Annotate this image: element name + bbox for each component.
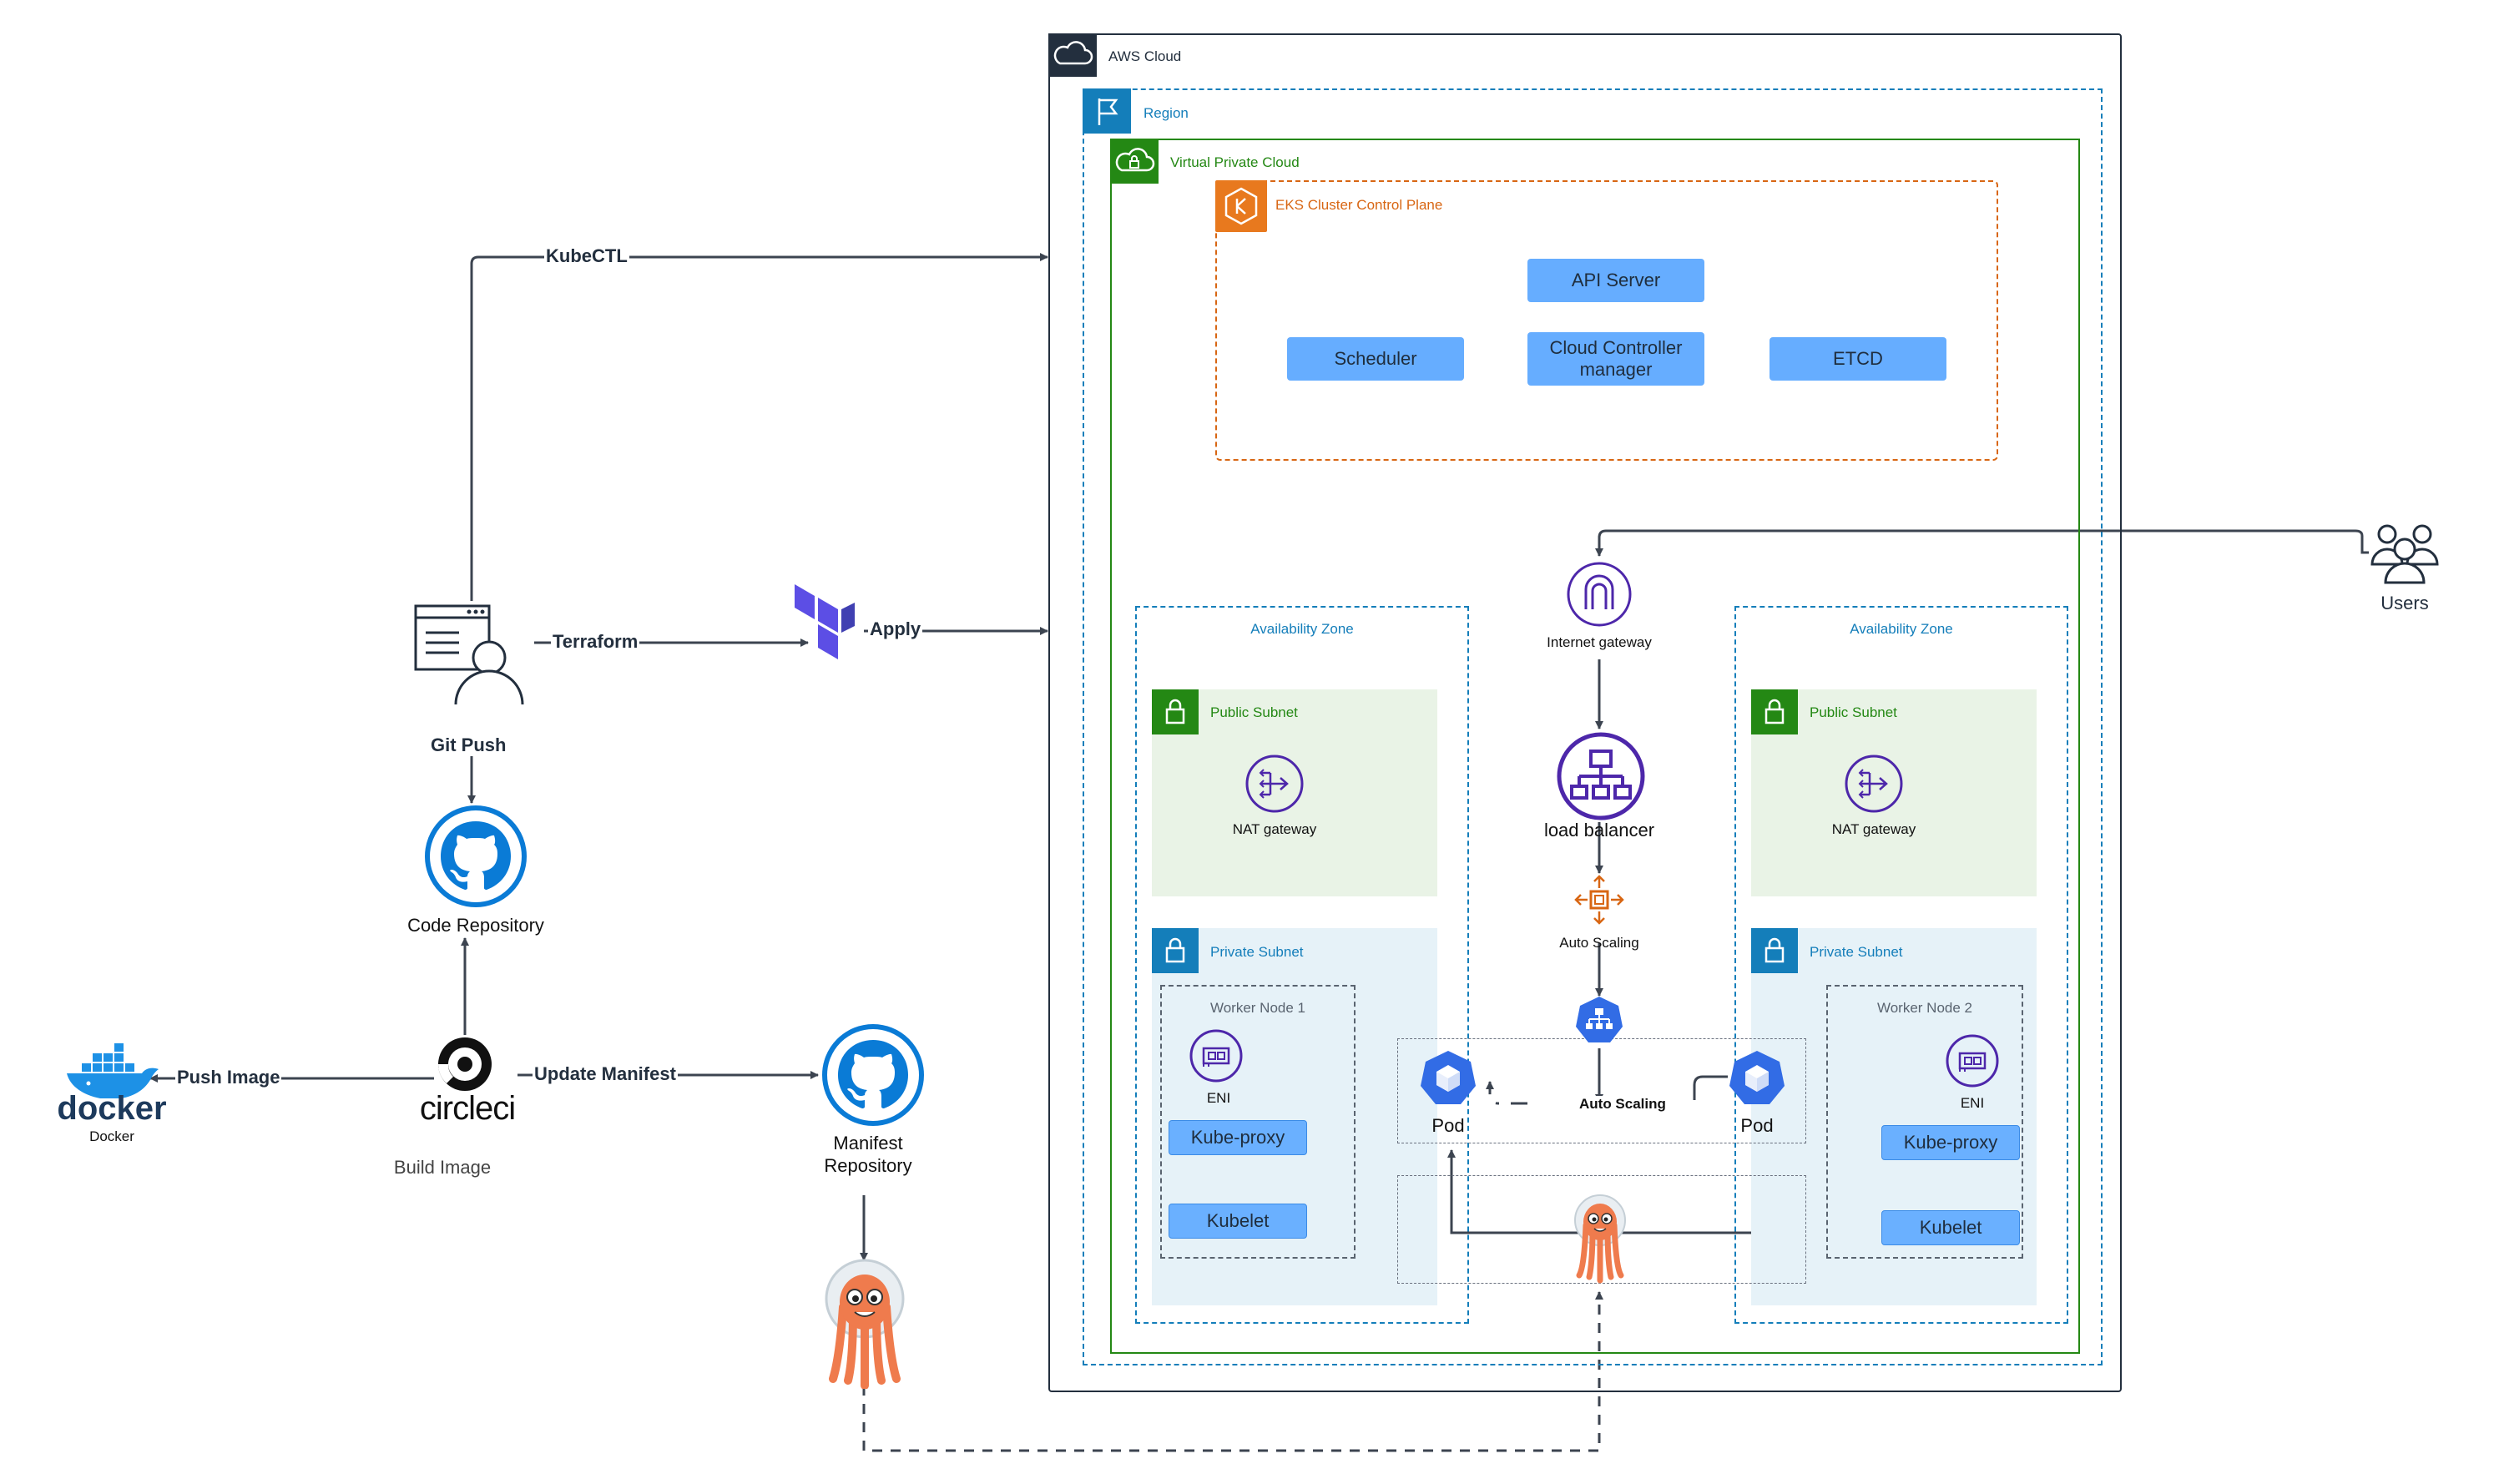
nat-gateway-left-label: NAT gateway: [1232, 821, 1317, 837]
kube-proxy-left-box: Kube-proxy: [1169, 1120, 1307, 1155]
docker-caption-label: Docker: [89, 1128, 134, 1144]
public-subnet-left-lock-icon: [1152, 689, 1199, 734]
circleci-logo-text: circleci: [419, 1090, 516, 1127]
vpc-label: Virtual Private Cloud: [1170, 154, 1300, 170]
auto-scaling-icon: [1573, 873, 1626, 926]
eni-left-icon: [1189, 1028, 1244, 1083]
kubectl-flow-label: KubeCTL: [544, 245, 629, 267]
public-subnet-right: [1751, 689, 2037, 896]
circleci-icon: [436, 1035, 494, 1093]
region-group: [1083, 88, 2103, 1365]
private-subnet-left: [1152, 928, 1437, 1305]
kubernetes-service-icon: [1574, 995, 1624, 1045]
load-balancer-label: load balancer: [1543, 820, 1655, 840]
pod-right-label: Pod: [1740, 1115, 1774, 1136]
eni-right-label: ENI: [1960, 1095, 1985, 1111]
cloud-controller-manager-box: Cloud Controller manager: [1527, 332, 1704, 386]
manifest-repository-line1: Manifest: [833, 1133, 903, 1153]
availability-zone-right-label: Availability Zone: [1850, 621, 1953, 637]
private-subnet-left-lock-icon: [1152, 928, 1199, 973]
users-to-igw-connector: [1595, 529, 2364, 557]
git-push-flow-label: Git Push: [429, 734, 508, 756]
vpc-group: [1110, 139, 2080, 1354]
users-icon: [2369, 517, 2441, 584]
code-repository-label: Code Repository: [407, 915, 544, 936]
public-subnet-left: [1152, 689, 1437, 896]
region-label: Region: [1144, 105, 1189, 121]
load-balancer-icon: [1556, 731, 1646, 821]
build-image-label: Build Image: [393, 1157, 492, 1178]
availability-zone-left: [1135, 606, 1469, 1324]
argo-to-pod-left-connector: [1447, 1149, 1583, 1234]
nat-gateway-right-label: NAT gateway: [1831, 821, 1916, 837]
nat-gateway-left-icon: [1244, 753, 1305, 815]
public-subnet-right-label: Public Subnet: [1810, 704, 1897, 720]
developer-icon: [409, 599, 534, 708]
pod-left-icon: [1419, 1048, 1477, 1107]
kube-proxy-right-box: Kube-proxy: [1881, 1125, 2020, 1160]
vpc-icon: [1110, 139, 1159, 184]
nat-gateway-right-icon: [1843, 753, 1905, 815]
update-manifest-flow-label: Update Manifest: [533, 1063, 678, 1085]
pod-right-icon: [1728, 1048, 1786, 1107]
docker-logo-text: docker: [57, 1090, 167, 1127]
manifest-repository-label: Manifest Repository: [785, 1132, 952, 1177]
aws-cloud-group: [1048, 33, 2122, 1392]
pod-auto-scaling-label: Auto Scaling: [1578, 1096, 1668, 1113]
argocd-icon: [815, 1255, 915, 1389]
internet-gateway-icon: [1566, 561, 1633, 628]
availability-zone-left-label: Availability Zone: [1250, 621, 1354, 637]
kubectl-connector: [470, 253, 1048, 601]
pod-left-label: Pod: [1431, 1115, 1465, 1136]
eks-icon: [1215, 180, 1267, 232]
argocd-cluster-icon: [1568, 1192, 1633, 1285]
eni-left-label: ENI: [1206, 1090, 1231, 1106]
private-subnet-right-lock-icon: [1751, 928, 1798, 973]
private-subnet-right-label: Private Subnet: [1810, 944, 1903, 960]
github-code-repository-icon: [424, 805, 528, 908]
worker-node-1: [1160, 985, 1356, 1259]
terraform-icon: [791, 583, 858, 674]
private-subnet-left-label: Private Subnet: [1210, 944, 1304, 960]
worker-node-2-label: Worker Node 2: [1876, 1000, 1972, 1016]
auto-scaling-label: Auto Scaling: [1559, 935, 1639, 951]
etcd-box: ETCD: [1770, 337, 1946, 381]
scheduler-box: Scheduler: [1287, 337, 1464, 381]
eni-right-icon: [1945, 1033, 2000, 1088]
availability-zone-right: [1734, 606, 2068, 1324]
eks-label: EKS Cluster Control Plane: [1275, 197, 1443, 213]
internet-gateway-label: Internet gateway: [1547, 634, 1652, 650]
terraform-flow-label: Terraform: [551, 631, 640, 653]
apply-flow-label: Apply: [868, 618, 923, 640]
push-image-flow-label: Push Image: [175, 1067, 282, 1088]
cloud-controller-line1: Cloud Controller: [1549, 337, 1683, 358]
argocd-cluster-group: [1397, 1175, 1806, 1284]
public-subnet-left-label: Public Subnet: [1210, 704, 1298, 720]
users-label: Users: [2380, 593, 2429, 613]
worker-node-1-label: Worker Node 1: [1209, 1000, 1305, 1016]
eks-control-plane-group: [1215, 180, 1998, 461]
cloud-controller-line2: manager: [1579, 359, 1653, 380]
worker-node-2: [1826, 985, 2023, 1259]
github-manifest-repository-icon: [821, 1023, 925, 1127]
aws-cloud-label: AWS Cloud: [1108, 48, 1182, 64]
aws-cloud-icon: [1048, 33, 1097, 77]
public-subnet-right-lock-icon: [1751, 689, 1798, 734]
region-flag-icon: [1083, 88, 1131, 134]
kubelet-left-box: Kubelet: [1169, 1204, 1307, 1239]
docker-whale-icon: [62, 1040, 162, 1098]
pod-right-to-center-connector: [1693, 1075, 1728, 1100]
api-server-box: API Server: [1527, 259, 1704, 302]
pod-auto-scaling-connector: [1486, 1081, 1527, 1105]
manifest-repository-line2: Repository: [824, 1155, 912, 1176]
kubelet-right-box: Kubelet: [1881, 1210, 2020, 1245]
